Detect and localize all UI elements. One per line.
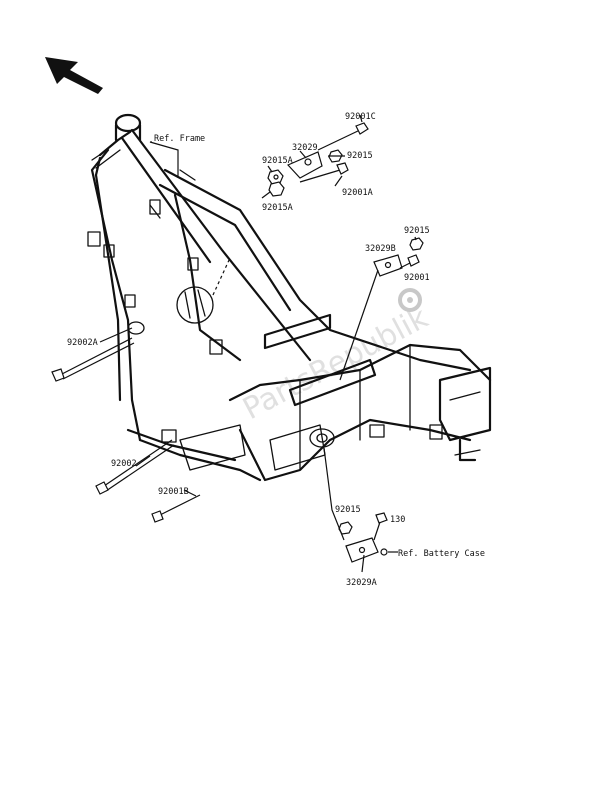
bolt-92001B bbox=[151, 494, 201, 523]
part-labels: Ref. Frame 92001C 32029 92015A 92015 920… bbox=[67, 112, 485, 588]
front-direction-arrow bbox=[45, 57, 103, 94]
nut-92015A-top bbox=[267, 169, 284, 185]
label-32029A: 32029A bbox=[346, 578, 377, 588]
bolt-92002A bbox=[51, 337, 135, 382]
label-92002: 92002 bbox=[111, 459, 137, 469]
bolt-92001C bbox=[317, 122, 369, 151]
bolt-92002 bbox=[95, 439, 175, 495]
label-92015-right: 92015 bbox=[404, 226, 430, 236]
label-92002A: 92002A bbox=[67, 338, 98, 348]
bolt-92001A bbox=[299, 162, 349, 183]
label-130: 130 bbox=[390, 515, 405, 525]
leader-lines bbox=[99, 114, 417, 573]
nut-92015-right bbox=[409, 237, 424, 251]
label-92015A-bottom: 92015A bbox=[262, 203, 293, 213]
gear-icon bbox=[398, 288, 422, 312]
label-92001A: 92001A bbox=[342, 188, 373, 198]
battery-bracket-32029A bbox=[323, 447, 388, 563]
label-32029: 32029 bbox=[292, 143, 318, 153]
label-92015A-top: 92015A bbox=[262, 156, 293, 166]
bolt-92001 bbox=[399, 254, 420, 269]
bolt-130 bbox=[373, 512, 388, 541]
label-92001C: 92001C bbox=[345, 112, 376, 122]
motorcycle-frame bbox=[87, 113, 492, 482]
watermark-text: PartsRepublik bbox=[237, 300, 434, 427]
label-92001: 92001 bbox=[404, 273, 430, 283]
nut-92015A-bottom bbox=[268, 181, 285, 197]
label-92001B: 92001B bbox=[158, 487, 189, 497]
label-ref-battery-case: Ref. Battery Case bbox=[398, 549, 485, 559]
watermark: PartsRepublik bbox=[237, 288, 434, 427]
label-92015-top: 92015 bbox=[347, 151, 373, 161]
label-32029B: 32029B bbox=[365, 244, 396, 254]
label-92015-lower: 92015 bbox=[335, 505, 361, 515]
upper-mount-bracket-32029 bbox=[267, 122, 369, 197]
label-ref-frame: Ref. Frame bbox=[154, 134, 205, 144]
mount-bracket-32029B bbox=[339, 237, 424, 381]
